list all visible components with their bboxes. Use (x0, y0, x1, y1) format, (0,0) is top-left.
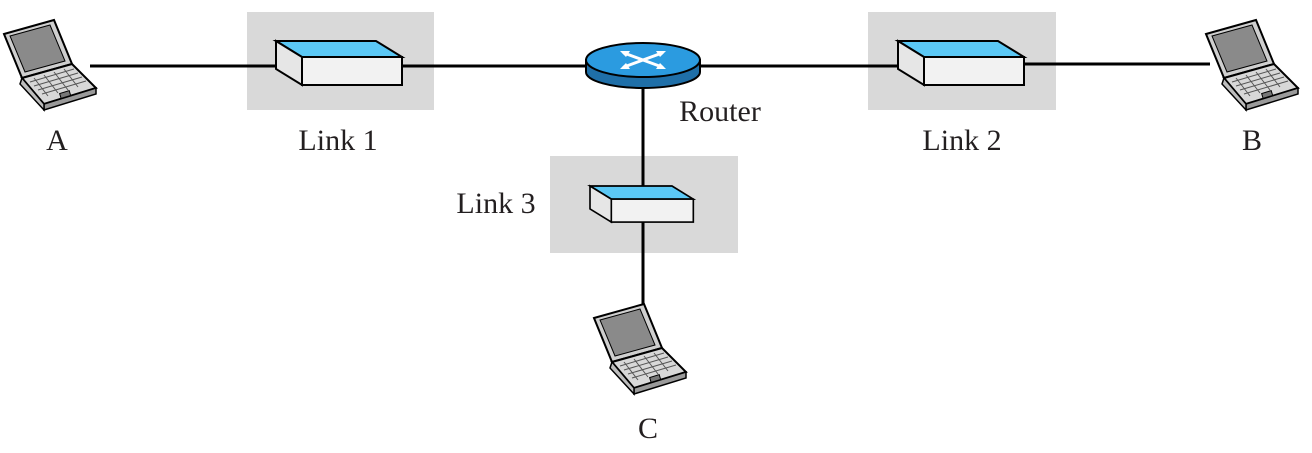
router-icon (585, 42, 701, 89)
host-c-label: C (638, 412, 658, 445)
router-label: Router (679, 95, 761, 128)
host-b-laptop-icon (1205, 19, 1299, 111)
link-3-label: Link 3 (456, 187, 535, 220)
link-2-switch-icon (897, 40, 1025, 86)
link-3-switch-icon (589, 185, 695, 223)
host-a-label: A (46, 124, 68, 157)
connection-lines (90, 62, 1210, 306)
link-1-label: Link 1 (298, 124, 377, 157)
host-c-laptop-icon (593, 303, 687, 395)
link-1-switch-icon (275, 40, 403, 86)
host-a-laptop-icon (3, 19, 97, 111)
host-b-label: B (1242, 124, 1262, 157)
link-2-label: Link 2 (922, 124, 1001, 157)
